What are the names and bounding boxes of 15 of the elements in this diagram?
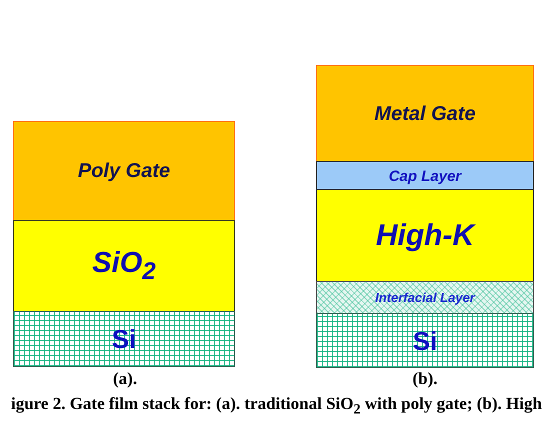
- cap-layer: [316, 161, 534, 191]
- dielectric-layer: [316, 189, 534, 282]
- figure-caption: igure 2. Gate film stack for: (a). traditional SiO$_{2}$ with poly gate; (b). High: [11, 395, 542, 418]
- panel-label: (b).: [412, 370, 438, 389]
- layer-label: High-K: [376, 220, 474, 250]
- layer-label: Cap Layer: [388, 168, 462, 184]
- gate-layer: [316, 65, 534, 162]
- layer-label: SiO$_{2}$: [92, 248, 156, 284]
- panel-label: (a).: [113, 370, 138, 389]
- oxide-layer: [13, 220, 235, 312]
- layer-label: Poly Gate: [78, 161, 170, 181]
- gate-layer: [13, 121, 235, 221]
- substrate-layer: [13, 311, 235, 367]
- layer-label: Metal Gate: [374, 104, 476, 124]
- substrate-layer: [316, 313, 534, 368]
